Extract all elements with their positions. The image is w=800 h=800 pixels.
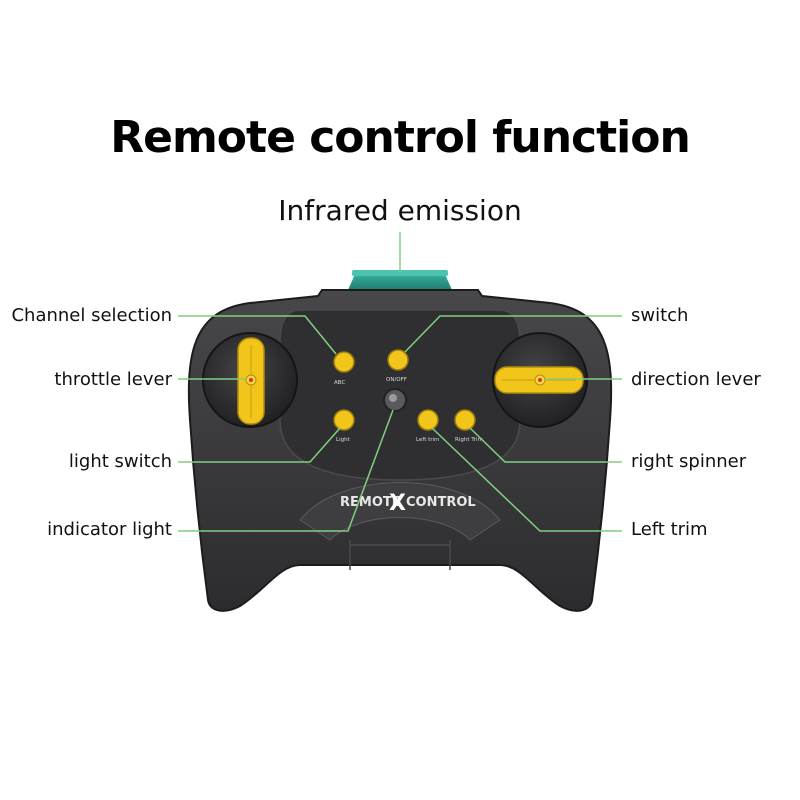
label-direction-lever: direction lever <box>631 369 761 390</box>
label-switch: switch <box>631 305 689 326</box>
leader-channel <box>178 315 337 355</box>
direction-lever[interactable] <box>492 332 588 428</box>
indicator-light <box>383 388 407 412</box>
label-left-trim: Left trim <box>631 519 708 540</box>
power-button-caption: ON/OFF <box>386 377 407 383</box>
light-button-caption: Light <box>336 437 351 443</box>
logo-control-text: CONTROL <box>406 495 476 510</box>
leader-switch <box>404 315 622 353</box>
label-right-spinner: right spinner <box>631 451 747 472</box>
infrared-emitter <box>348 270 452 290</box>
logo-remote-text: REMOTE <box>340 495 401 510</box>
channel-button-caption: ABC <box>334 380 345 386</box>
power-switch-button[interactable] <box>387 349 409 371</box>
leader-indicator <box>178 409 394 532</box>
infrared-emission-label: Infrared emission <box>278 194 522 227</box>
logo-x-mark: X <box>389 491 406 516</box>
remote-control-logo: REMOTE X CONTROL <box>340 491 476 516</box>
right-trim-button[interactable] <box>454 409 476 431</box>
leader-spinner <box>469 427 622 463</box>
page-title: Remote control function <box>110 112 691 163</box>
channel-selection-button[interactable] <box>333 351 355 373</box>
leader-lines <box>178 232 622 532</box>
leader-light <box>178 427 341 463</box>
label-light-switch: light switch <box>68 451 172 472</box>
leader-trim <box>431 427 622 532</box>
label-channel-selection: Channel selection <box>11 305 172 326</box>
label-indicator-light: indicator light <box>47 519 172 540</box>
light-switch-button[interactable] <box>333 409 355 431</box>
right-trim-caption: Right Trim <box>455 437 483 443</box>
throttle-lever[interactable] <box>202 332 298 428</box>
label-throttle-lever: throttle lever <box>54 369 172 390</box>
left-trim-button[interactable] <box>417 409 439 431</box>
left-trim-caption: Left trim <box>416 437 439 443</box>
